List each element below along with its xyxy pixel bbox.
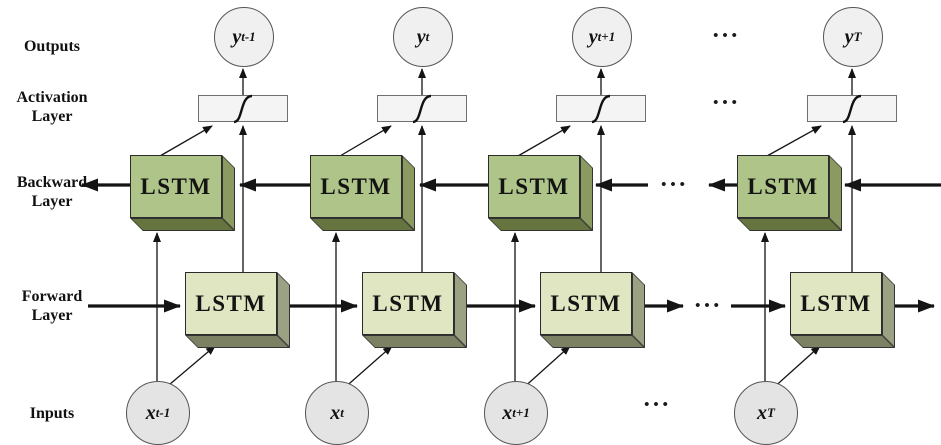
backward-lstm-box-t-1: LSTM [130, 155, 235, 231]
box-bottom-face [540, 335, 645, 348]
box-bottom-face [310, 218, 415, 231]
row-label-outputs: Outputs [23, 38, 81, 55]
box-bottom-face [790, 335, 895, 348]
ellipsis-inputs-row: ••• [644, 397, 672, 413]
ellipsis-backward-row: ••• [661, 177, 689, 193]
sigmoid-curve-icon [412, 94, 432, 124]
activation-box-t+1 [556, 94, 646, 124]
ellipsis-forward-row: ••• [695, 298, 723, 314]
backward-lstm-box-t+1: LSTM [488, 155, 593, 231]
row-label-inputs: Inputs [29, 405, 75, 422]
lstm-cell-label: LSTM [540, 272, 632, 335]
activation-box-t-1 [198, 94, 288, 124]
box-bottom-face [737, 218, 842, 231]
activation-box-T [807, 94, 897, 124]
ellipsis-activation-row: ••• [713, 95, 741, 111]
lstm-cell-label: LSTM [737, 155, 829, 218]
box-bottom-face [362, 335, 467, 348]
lstm-cell-label: LSTM [185, 272, 277, 335]
sigmoid-curve-icon [842, 94, 862, 124]
activation-box-t [377, 94, 467, 124]
box-bottom-face [185, 335, 290, 348]
box-bottom-face [130, 218, 235, 231]
lstm-cell-label: LSTM [130, 155, 222, 218]
box-bottom-face [488, 218, 593, 231]
backward-lstm-box-t: LSTM [310, 155, 415, 231]
sigmoid-curve-icon [233, 94, 253, 124]
lstm-cell-label: LSTM [362, 272, 454, 335]
forward-lstm-box-T: LSTM [790, 272, 895, 348]
lstm-cell-label: LSTM [790, 272, 882, 335]
forward-lstm-box-t-1: LSTM [185, 272, 290, 348]
ellipsis-outputs-row: ••• [713, 28, 741, 44]
sigmoid-curve-icon [591, 94, 611, 124]
lstm-cell-label: LSTM [310, 155, 402, 218]
lstm-cell-label: LSTM [488, 155, 580, 218]
forward-lstm-box-t: LSTM [362, 272, 467, 348]
forward-lstm-box-t+1: LSTM [540, 272, 645, 348]
backward-lstm-box-T: LSTM [737, 155, 842, 231]
